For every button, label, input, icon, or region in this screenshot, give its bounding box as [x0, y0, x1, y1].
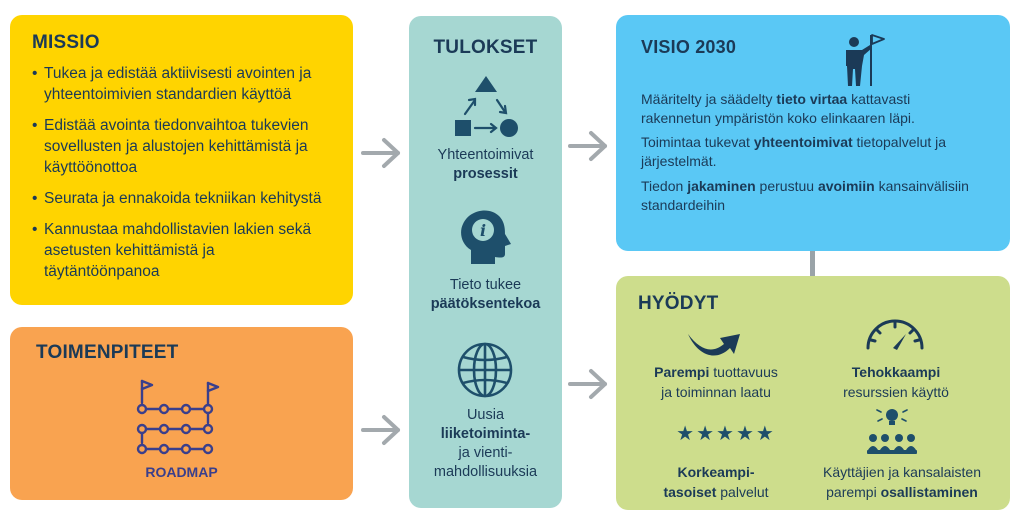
visio-text: Määritelty ja säädelty	[641, 91, 777, 107]
tulokset-line: Uusia	[466, 407, 505, 423]
visio-text: standardeihin	[641, 197, 726, 213]
hyodyt-text: parempi	[826, 484, 881, 500]
visio-text: kansainvälisiin	[874, 178, 969, 194]
tulokset-item-1: Yhteentoimivat prosessit	[409, 146, 562, 184]
tulokset-item-3: Uusia liiketoiminta- ja vienti- mahdolli…	[409, 406, 562, 482]
hyodyt-text: resurssien käyttö	[843, 384, 949, 400]
missio-panel: MISSIO • Tukea ja edistää aktiivisesti a…	[10, 15, 353, 305]
missio-title: MISSIO	[32, 32, 100, 53]
five-stars-icon: ★★★★★	[676, 423, 776, 445]
visio-text: Tiedon	[641, 178, 688, 194]
process-shapes-icon	[455, 76, 518, 137]
hyodyt-title: HYÖDYT	[638, 293, 719, 314]
missio-item-line: sovellusten ja alustojen kehittämistä ja	[44, 138, 308, 155]
hyodyt-text-bold: Tehokkaampi	[851, 364, 941, 380]
tulokset-title: TULOKSET	[433, 37, 538, 58]
toimenpiteet-panel: TOIMENPITEET ROADMAP	[10, 327, 353, 500]
gauge-icon	[866, 319, 924, 350]
visio-text: kattavasti	[847, 91, 911, 107]
missio-item-line: Seurata ja ennakoida tekniikan kehitystä	[44, 190, 322, 207]
hyodyt-text: Käyttäjien ja kansalaisten	[823, 464, 981, 480]
bullet-icon: •	[32, 117, 38, 134]
people-idea-icon	[867, 409, 917, 454]
svg-text:i: i	[480, 221, 486, 240]
roadmap-icon	[136, 379, 220, 455]
bullet-icon: •	[32, 65, 38, 82]
arrow-right-icon	[361, 415, 400, 445]
hyodyt-item-4: Käyttäjien ja kansalaisten parempi osall…	[802, 462, 1002, 502]
missio-item: • Kannustaa mahdollistavien lakien sekä …	[32, 219, 342, 282]
hyodyt-text: tuottavuus	[709, 364, 778, 380]
visio-title: VISIO 2030	[641, 37, 737, 57]
hyodyt-text-bold: Korkeampi-	[677, 464, 755, 480]
visio-text-bold: yhteentoimivat	[753, 134, 853, 150]
missio-item-line: täytäntöönpanoa	[44, 263, 160, 280]
hyodyt-item-2: Tehokkaampi resurssien käyttö	[816, 362, 976, 402]
arrow-right-icon	[568, 369, 607, 399]
trend-arrow-icon	[688, 334, 740, 356]
head-info-icon: i	[461, 210, 511, 264]
hyodyt-panel: HYÖDYT Parempi tuottavuus ja toiminnan l…	[616, 276, 1010, 510]
missio-list: • Tukea ja edistää aktiivisesti avointen…	[32, 63, 342, 292]
visio-text-bold: avoimiin	[817, 178, 875, 194]
tulokset-line-bold: päätöksentekoa	[430, 296, 541, 312]
missio-item-line: käyttöönottoa	[44, 159, 138, 176]
roadmap-label: ROADMAP	[145, 464, 218, 480]
missio-item: • Edistää avointa tiedonvaihtoa tukevien…	[32, 115, 342, 178]
tulokset-item-2: Tieto tukee päätöksentekoa	[409, 276, 562, 314]
hyodyt-text: palvelut	[716, 484, 769, 500]
hyodyt-text-bold: Parempi	[654, 364, 710, 380]
tulokset-line: mahdollisuuksia	[433, 464, 538, 480]
missio-item-line: Edistää avointa tiedonvaihtoa tukevien	[44, 117, 309, 134]
missio-item-line: yhteentoimivien standardien käyttöä	[44, 86, 292, 103]
visio-paragraph-2: Toimintaa tukevat yhteentoimivat tietopa…	[641, 133, 991, 171]
hyodyt-text-bold: tasoiset	[663, 484, 717, 500]
visio-text-bold: tieto virtaa	[776, 91, 848, 107]
globe-icon	[457, 342, 513, 398]
missio-item-line: Tukea ja edistää aktiivisesti avointen j…	[44, 65, 312, 82]
visio-text: Toimintaa tukevat	[641, 134, 754, 150]
tulokset-line: ja vienti-	[458, 445, 513, 461]
person-flag-icon	[846, 34, 885, 86]
visio-text-bold: jakaminen	[687, 178, 756, 194]
tulokset-line: Tieto tukee	[449, 277, 522, 293]
visio-paragraph-1: Määritelty ja säädelty tieto virtaa katt…	[641, 90, 991, 128]
visio-panel: VISIO 2030 Määritelty ja säädelty tieto …	[616, 15, 1010, 251]
missio-item: • Seurata ja ennakoida tekniikan kehitys…	[32, 188, 342, 209]
arrow-right-icon	[361, 138, 400, 168]
missio-item-line: asetusten kehittämistä ja	[44, 242, 215, 259]
visio-text: järjestelmät.	[641, 153, 717, 169]
visio-text: rakennetun ympäristön koko elinkaaren lä…	[641, 110, 915, 126]
arrow-right-icon	[568, 131, 607, 161]
bullet-icon: •	[32, 221, 38, 238]
toimenpiteet-title: TOIMENPITEET	[36, 342, 179, 363]
tulokset-line-bold: prosessit	[453, 166, 518, 182]
tulokset-line: Yhteentoimivat	[437, 147, 534, 163]
hyodyt-text: ja toiminnan laatu	[661, 384, 771, 400]
hyodyt-text-bold: osallistaminen	[880, 484, 978, 500]
visio-paragraph-3: Tiedon jakaminen perustuu avoimiin kansa…	[641, 177, 991, 215]
bullet-icon: •	[32, 190, 38, 207]
tulokset-line-bold: liiketoiminta-	[440, 426, 531, 442]
missio-item-line: Kannustaa mahdollistavien lakien sekä	[44, 221, 312, 238]
missio-item: • Tukea ja edistää aktiivisesti avointen…	[32, 63, 342, 105]
visio-text: tietopalvelut ja	[852, 134, 947, 150]
hyodyt-item-3: Korkeampi- tasoiset palvelut	[636, 462, 796, 502]
tulokset-panel: TULOKSET Yhteentoimivat prosessit i Tiet…	[409, 16, 562, 508]
hyodyt-item-1: Parempi tuottavuus ja toiminnan laatu	[636, 362, 796, 402]
connector-line	[810, 251, 815, 276]
visio-text: perustuu	[755, 178, 818, 194]
